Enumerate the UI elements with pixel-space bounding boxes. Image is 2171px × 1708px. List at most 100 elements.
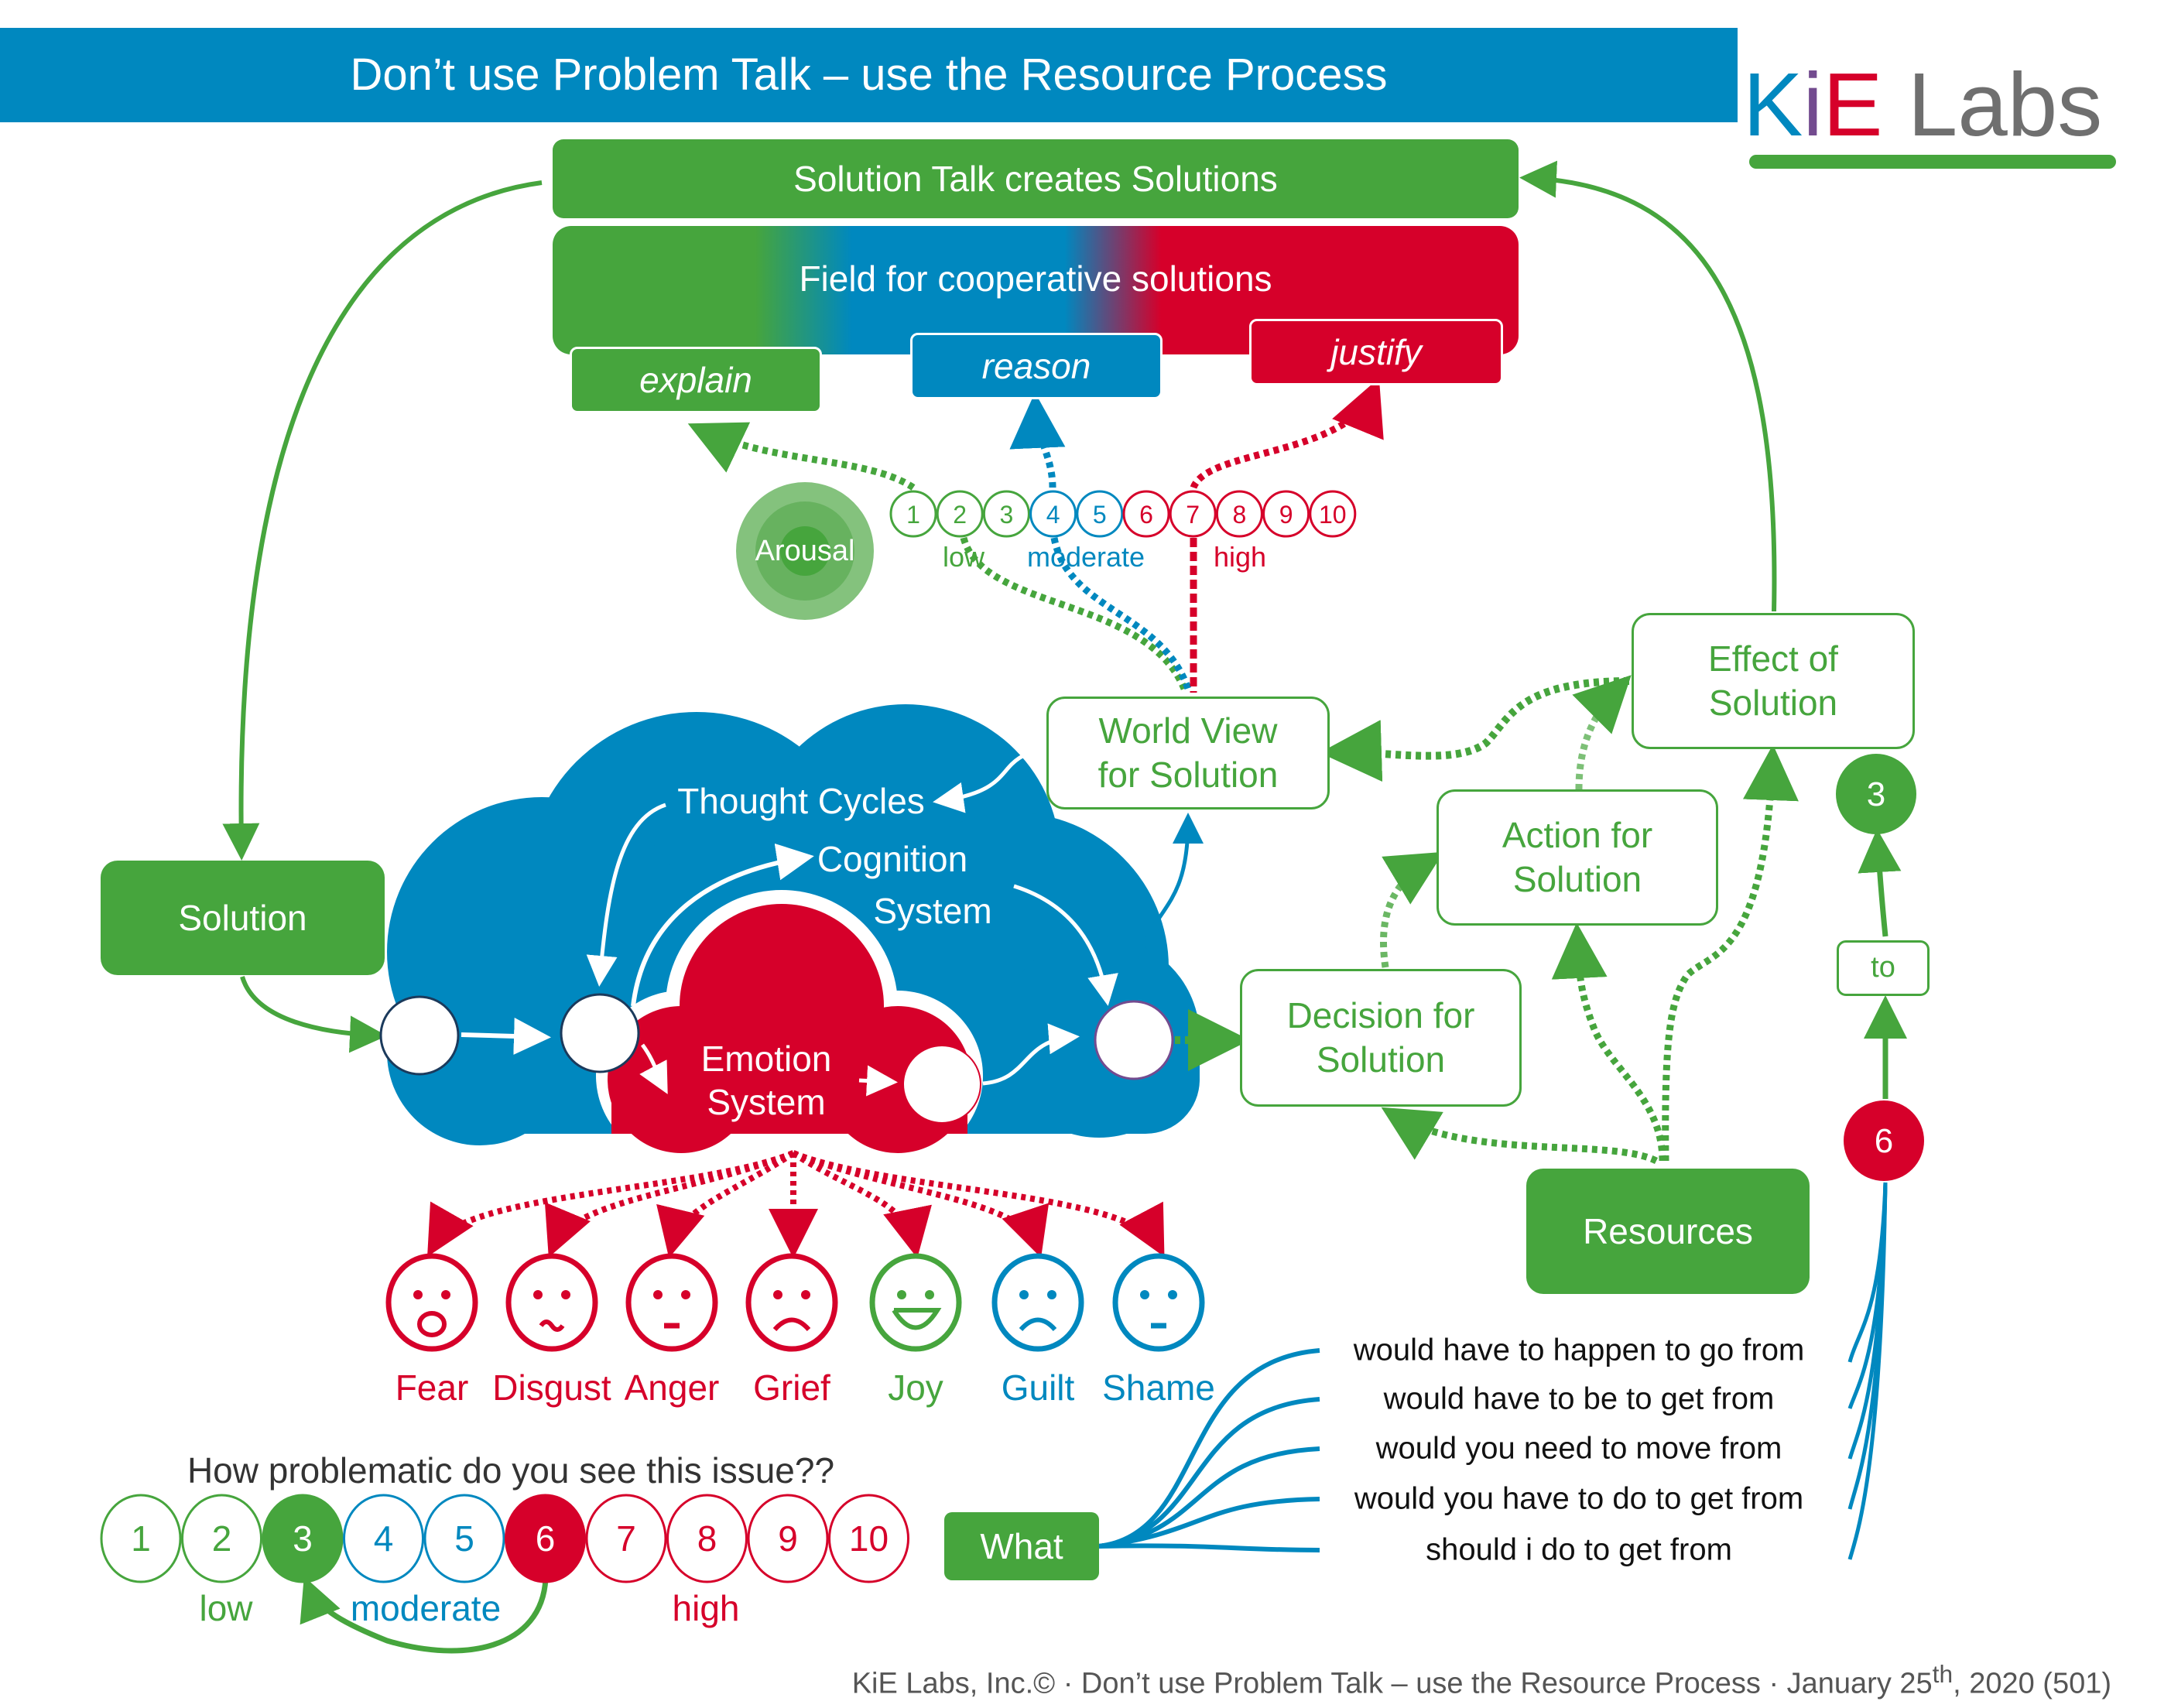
arousal-scale-number: 8 <box>1233 501 1247 529</box>
what-phrase: would have to happen to go from <box>1353 1333 1805 1367</box>
rating-number: 7 <box>616 1518 636 1559</box>
logo-underline <box>1749 155 2116 169</box>
emotion-label-grief: Grief <box>753 1367 830 1408</box>
rating-band-high: high <box>672 1588 740 1628</box>
emotion-system-label-2: System <box>707 1081 826 1122</box>
rating-number: 10 <box>849 1518 889 1559</box>
rating-circle-9[interactable] <box>747 1494 829 1583</box>
arousal-label: Arousal <box>755 534 855 567</box>
arousal-scale-circle-1 <box>889 490 937 538</box>
rating-number: 6 <box>536 1518 556 1559</box>
arousal-scale-circle-3 <box>982 490 1030 538</box>
emotion-fan-arrows <box>427 1150 1165 1258</box>
logo-letter-k: K <box>1743 54 1803 155</box>
node-circle-3 <box>902 1045 981 1124</box>
emotion-label-joy: Joy <box>888 1367 943 1408</box>
logo-letter-i: i <box>1803 54 1823 155</box>
reason-box: reason <box>910 333 1163 399</box>
rating-circle-6[interactable] <box>505 1494 586 1583</box>
rating-number: 5 <box>454 1518 474 1559</box>
grief-face-icon <box>745 1253 838 1352</box>
cognition-system-label-1: Cognition <box>817 838 968 879</box>
rating-circle-2[interactable] <box>181 1494 262 1583</box>
arousal-scale-circle-2 <box>936 490 984 538</box>
rating-circle-10[interactable] <box>828 1494 909 1583</box>
arousal-scale-number: 3 <box>1000 501 1014 529</box>
cognition-cloud <box>387 704 1200 1145</box>
anger-face-icon <box>625 1253 718 1352</box>
to-box: to <box>1837 940 1930 996</box>
arousal-band-high: high <box>1213 541 1267 573</box>
rating-circle-5[interactable] <box>423 1494 505 1583</box>
cognition-system-label-2: System <box>873 890 992 931</box>
arousal-scale-circle-8 <box>1215 490 1263 538</box>
arrow-solution-to-cloud <box>240 976 387 1053</box>
target-value-text: 3 <box>1867 775 1885 813</box>
rating-question: How problematic do you see this issue?? <box>187 1450 835 1491</box>
rating-band-low: low <box>199 1588 253 1628</box>
arousal-scale-number: 1 <box>906 501 920 529</box>
rating-number: 2 <box>212 1518 232 1559</box>
solution-talk-banner: Solution Talk creates Solutions <box>553 139 1519 218</box>
what-box: What <box>944 1512 1099 1580</box>
arousal-scale-number: 9 <box>1279 501 1293 529</box>
arousal-scale-number: 6 <box>1139 501 1153 529</box>
footer-text: KiE Labs, Inc.© · Don’t use Problem Talk… <box>851 1667 1933 1700</box>
target-value-badge <box>1836 754 1916 834</box>
arousal-scale-circle-7 <box>1169 490 1217 538</box>
rating-circle-3[interactable] <box>262 1494 344 1583</box>
emotion-label-guilt: Guilt <box>1001 1367 1075 1408</box>
rating-number: 1 <box>131 1518 151 1559</box>
shame-face-icon <box>1112 1253 1205 1352</box>
logo-letter-e: E <box>1823 54 1883 155</box>
arousal-scale-number: 10 <box>1319 501 1347 529</box>
effect-line1: Effect of <box>1708 638 1838 679</box>
emotion-label-shame: Shame <box>1102 1367 1215 1408</box>
arousal-scale-circle-10 <box>1309 490 1357 538</box>
action-line1: Action for <box>1502 814 1653 855</box>
rating-number: 8 <box>697 1518 717 1559</box>
arousal-scale-circle-4 <box>1029 490 1077 538</box>
logo-labs: Labs <box>1882 54 2103 155</box>
rating-circle-8[interactable] <box>666 1494 748 1583</box>
arousal-band-moderate: moderate <box>1026 541 1145 573</box>
page-title: Don’t use Problem Talk – use the Resourc… <box>350 50 1388 100</box>
what-phrase: should i do to get from <box>1426 1532 1732 1567</box>
arousal-band-low: low <box>942 541 985 573</box>
world-view-line2: for Solution <box>1097 755 1279 795</box>
resources-box: Resources <box>1526 1169 1810 1294</box>
what-phrase: would you have to do to get from <box>1354 1481 1804 1516</box>
rating-circle-7[interactable] <box>585 1494 667 1583</box>
emotion-label-anger: Anger <box>624 1367 720 1408</box>
emotion-label-disgust: Disgust <box>492 1367 611 1408</box>
start-value-text: 6 <box>1875 1122 1893 1160</box>
guilt-face-icon <box>991 1253 1084 1352</box>
justify-box: justify <box>1249 319 1503 385</box>
what-phrase: would you need to move from <box>1375 1431 1782 1466</box>
rating-circle-4[interactable] <box>343 1494 424 1583</box>
emotion-faces <box>385 1253 1205 1352</box>
blue-fan-lines <box>1847 1182 1888 1560</box>
arousal-scale-number: 2 <box>953 501 967 529</box>
title-bar <box>0 28 1738 122</box>
action-line2: Solution <box>1512 859 1642 899</box>
footer-text-end: , 2020 (501) <box>1953 1667 2111 1700</box>
node-circle-1 <box>379 995 460 1076</box>
rating-number: 9 <box>778 1518 798 1559</box>
arousal-scale-number: 7 <box>1186 501 1200 529</box>
node-circle-4 <box>1094 1000 1174 1080</box>
effect-line2: Solution <box>1708 683 1838 723</box>
solution-box: Solution <box>101 861 385 975</box>
disgust-face-icon <box>505 1253 598 1352</box>
start-value-badge <box>1844 1100 1924 1181</box>
arousal-scale-circle-6 <box>1122 490 1170 538</box>
arousal-scale-number: 4 <box>1046 501 1060 529</box>
loop-arrow-effect-to-solution-talk <box>1519 160 1777 612</box>
rating-circle-1[interactable] <box>100 1494 182 1583</box>
node-circle-2 <box>560 993 640 1073</box>
